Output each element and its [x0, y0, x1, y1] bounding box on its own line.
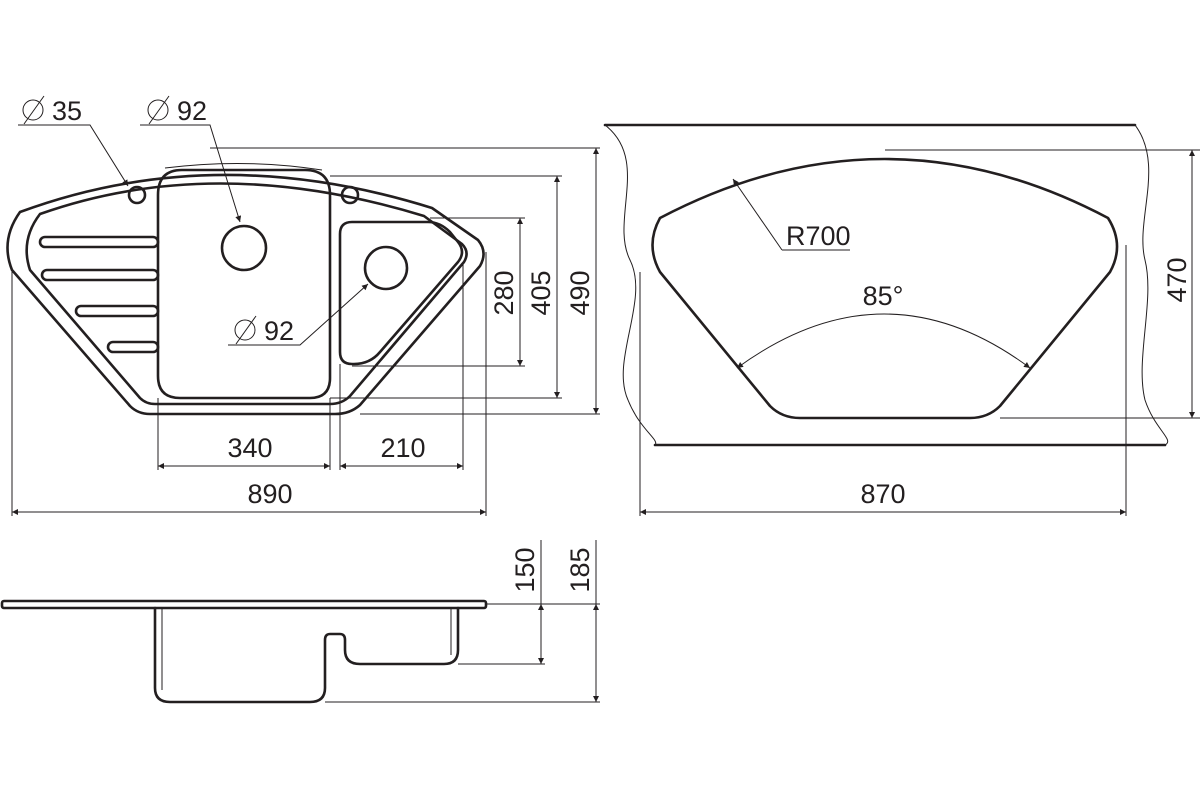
- diameter-icon: [147, 95, 170, 125]
- main-bowl-rim: [164, 162, 323, 171]
- dim-bowl-depth-label: 405: [526, 270, 556, 315]
- sink-outer-contour: [6, 173, 485, 416]
- dim-cutout-depth-label: 470: [1162, 257, 1192, 302]
- hole-left-label: 35: [52, 96, 82, 126]
- drain-hole-main: [220, 224, 268, 272]
- hole-center-label: 92: [177, 96, 207, 126]
- small-bowl: [338, 220, 464, 366]
- hole-right-leader: [228, 283, 369, 346]
- cutout-view: R700 85° 870 470: [603, 123, 1200, 516]
- diameter-icon: [234, 315, 257, 345]
- drainer-groove: [106, 340, 160, 354]
- dim-cutout-width-label: 870: [860, 479, 905, 509]
- dim-bowl-height-label: 185: [565, 547, 595, 592]
- drainer-groove: [40, 268, 160, 282]
- drainer-groove: [74, 304, 160, 318]
- top-view: 35 92 92 340 210 890 280 405 490: [6, 95, 600, 516]
- side-view: 150 185: [0, 540, 600, 704]
- break-line-right: [1134, 124, 1169, 446]
- angle-arc: [736, 313, 1031, 369]
- dim-small-bowl-depth-label: 280: [489, 270, 519, 315]
- hole-center-leader: [140, 124, 242, 223]
- hole-right-label: 92: [264, 316, 294, 346]
- dim-bowl-width-label: 340: [227, 433, 272, 463]
- angle-label: 85°: [863, 281, 904, 311]
- dim-overall-width-label: 890: [247, 479, 292, 509]
- dim-small-bowl-width-label: 210: [380, 433, 425, 463]
- drain-hole-small: [363, 245, 409, 291]
- radius-line: [732, 178, 783, 251]
- sink-inner-rim: [25, 182, 468, 406]
- cutout-outline: [651, 157, 1119, 420]
- hole-left-leader: [18, 124, 129, 187]
- tap-hole-left: [127, 185, 147, 205]
- drainer-groove: [38, 235, 160, 249]
- dim-small-bowl-height-label: 150: [510, 547, 540, 592]
- dim-overall-depth-label: 490: [565, 270, 595, 315]
- tap-hole-right: [340, 185, 360, 205]
- diameter-icon: [22, 95, 45, 125]
- main-bowl: [156, 168, 332, 400]
- side-main-bowl: [153, 606, 460, 704]
- radius-label: R700: [786, 221, 851, 251]
- sink-flange: [0, 599, 488, 610]
- break-line-left: [604, 124, 657, 446]
